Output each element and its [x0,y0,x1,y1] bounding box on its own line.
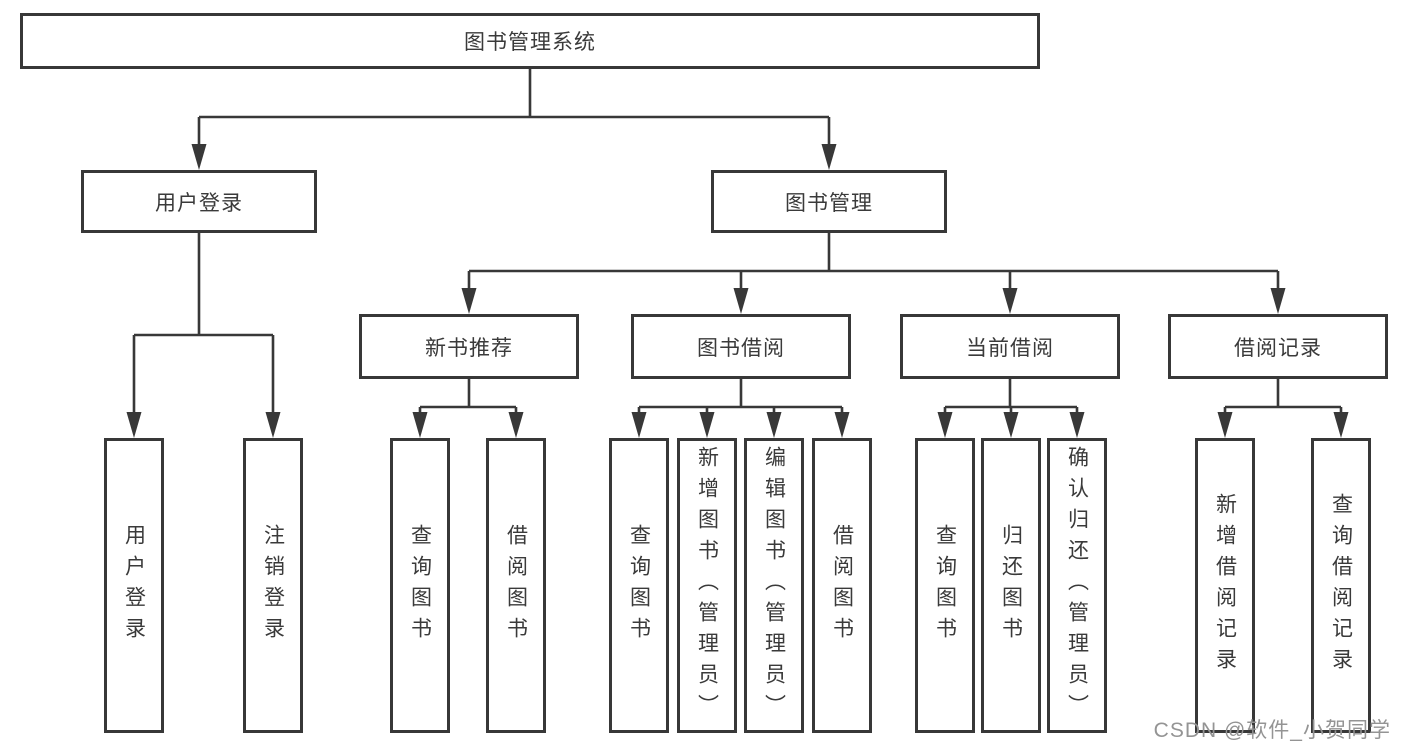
leaf-add-borrow-record: 新增借阅记录 [1195,438,1255,733]
leaf-borrow-books-recommend: 借阅图书 [486,438,546,733]
node-new-book-recommendation: 新书推荐 [359,314,579,379]
leaf-borrow-books-borrowing-label: 借阅图书 [830,523,854,648]
leaf-add-books-admin-label: 新增图书（管理员） [695,446,719,725]
node-user-login: 用户登录 [81,170,317,233]
leaf-edit-books-admin: 编辑图书（管理员） [744,438,804,733]
leaf-query-borrow-record-label: 查询借阅记录 [1329,492,1353,679]
leaf-return-books-label: 归还图书 [999,523,1023,648]
leaf-confirm-return-admin: 确认归还（管理员） [1047,438,1107,733]
leaf-logout-label: 注销登录 [261,523,285,648]
arrowhead-group [126,144,1349,438]
leaf-query-books-current: 查询图书 [915,438,975,733]
node-current-borrowing: 当前借阅 [900,314,1120,379]
leaf-logout: 注销登录 [243,438,303,733]
leaf-user-login: 用户登录 [104,438,164,733]
leaf-add-books-admin: 新增图书（管理员） [677,438,737,733]
leaf-edit-books-admin-label: 编辑图书（管理员） [762,446,786,725]
node-book-management: 图书管理 [711,170,947,233]
leaf-confirm-return-admin-label: 确认归还（管理员） [1065,446,1089,725]
leaf-query-books-borrowing: 查询图书 [609,438,669,733]
leaf-add-borrow-record-label: 新增借阅记录 [1213,492,1237,679]
leaf-borrow-books-borrowing: 借阅图书 [812,438,872,733]
csdn-watermark: CSDN @软件_小贺同学 [1153,719,1391,742]
leaf-query-books-recommend-label: 查询图书 [408,523,432,648]
node-library-management-system: 图书管理系统 [20,13,1040,69]
leaf-user-login-label: 用户登录 [122,523,146,648]
leaf-query-books-borrowing-label: 查询图书 [627,523,651,648]
node-book-borrowing: 图书借阅 [631,314,851,379]
leaf-query-borrow-record: 查询借阅记录 [1311,438,1371,733]
node-borrowing-records: 借阅记录 [1168,314,1388,379]
leaf-query-books-recommend: 查询图书 [390,438,450,733]
leaf-borrow-books-recommend-label: 借阅图书 [504,523,528,648]
leaf-query-books-current-label: 查询图书 [933,523,957,648]
leaf-return-books: 归还图书 [981,438,1041,733]
